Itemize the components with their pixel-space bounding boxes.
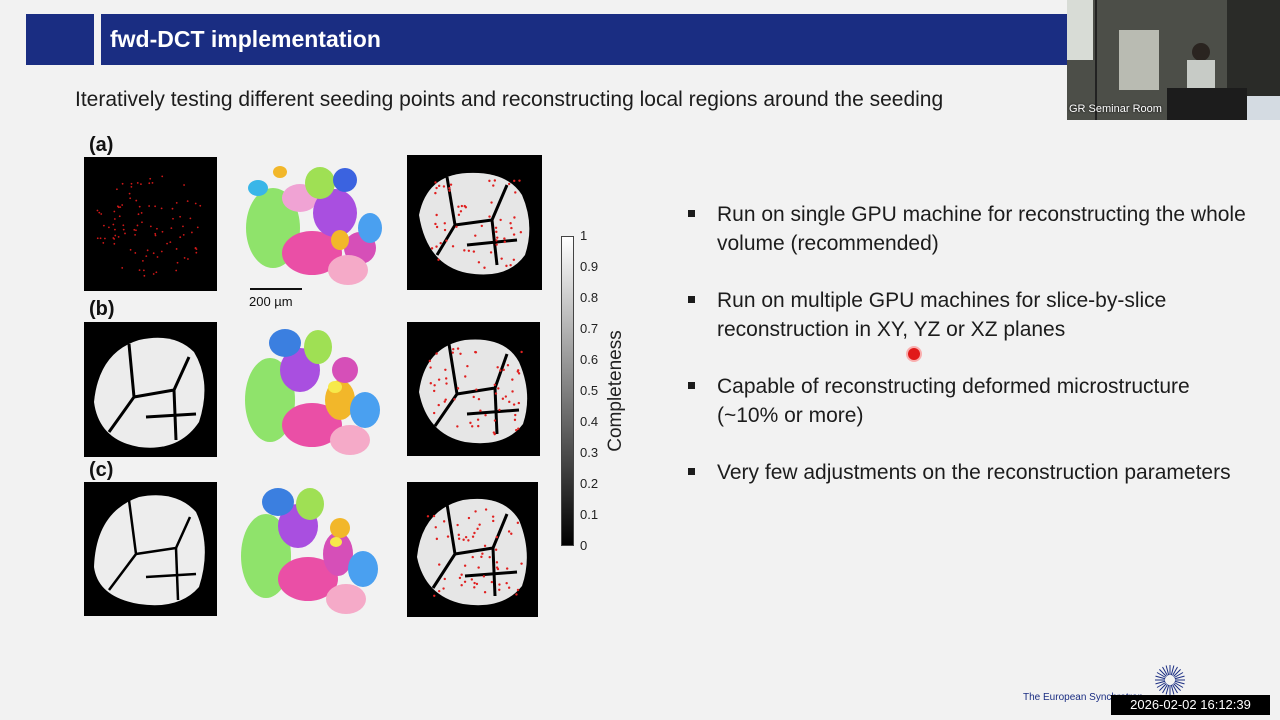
bullet-marker — [688, 382, 695, 389]
laser-pointer — [908, 348, 920, 360]
panel-label-c: (c) — [89, 459, 114, 481]
completeness-map-b — [407, 322, 540, 456]
slide-title: fwd-DCT implementation — [110, 26, 381, 52]
esrf-logo-icon — [1153, 663, 1187, 697]
colorbar-tick-label: 0.8 — [580, 290, 599, 305]
bullet-marker — [688, 468, 695, 475]
seed-points-image — [84, 157, 217, 291]
grain-map-a — [240, 158, 386, 290]
bullet-item: Capable of reconstructing deformed micro… — [688, 372, 1248, 430]
recording-timestamp: 2026-02-02 16:12:39 — [1111, 695, 1270, 715]
completeness-map-a — [407, 155, 542, 290]
colorbar-label: Completeness — [605, 330, 626, 452]
title-bar — [101, 14, 1067, 65]
scale-bar — [250, 288, 302, 290]
panel-label-b: (b) — [89, 298, 115, 320]
bullet-marker — [688, 210, 695, 217]
grain-map-b — [240, 325, 386, 458]
colorbar-tick-label: 1 — [580, 228, 588, 243]
scale-bar-label: 200 µm — [249, 294, 293, 309]
completeness-image-c-left — [84, 482, 217, 616]
bullet-item: Very few adjustments on the reconstructi… — [688, 458, 1248, 487]
colorbar-tick-label: 0.2 — [580, 476, 599, 491]
title-accent-block — [26, 14, 94, 65]
colorbar-tick-label: 0.1 — [580, 507, 599, 522]
colorbar-tick-label: 0.7 — [580, 321, 599, 336]
colorbar-tick-label: 0.6 — [580, 352, 599, 367]
bullet-item: Run on single GPU machine for reconstruc… — [688, 200, 1248, 258]
colorbar-tick-label: 0.9 — [580, 259, 599, 274]
colorbar-tick-label: 0 — [580, 538, 588, 553]
colorbar-tick-label: 0.4 — [580, 414, 599, 429]
webcam-room-label: GR Seminar Room — [1069, 103, 1162, 115]
completeness-image-b-left — [84, 322, 217, 457]
webcam-feed — [1067, 0, 1280, 120]
footer-text: The European Synchrotron — [1023, 692, 1144, 703]
completeness-colorbar — [561, 236, 574, 546]
bullet-marker — [688, 296, 695, 303]
panel-label-a: (a) — [89, 134, 114, 156]
colorbar-tick-label: 0.3 — [580, 445, 599, 460]
completeness-map-c — [407, 482, 538, 617]
bullet-item: Run on multiple GPU machines for slice-b… — [688, 286, 1248, 344]
grain-map-c — [238, 484, 384, 616]
colorbar-tick-label: 0.5 — [580, 383, 599, 398]
bullet-list: Run on single GPU machine for reconstruc… — [688, 200, 1248, 515]
slide-subtitle: Iteratively testing different seeding po… — [75, 88, 944, 111]
